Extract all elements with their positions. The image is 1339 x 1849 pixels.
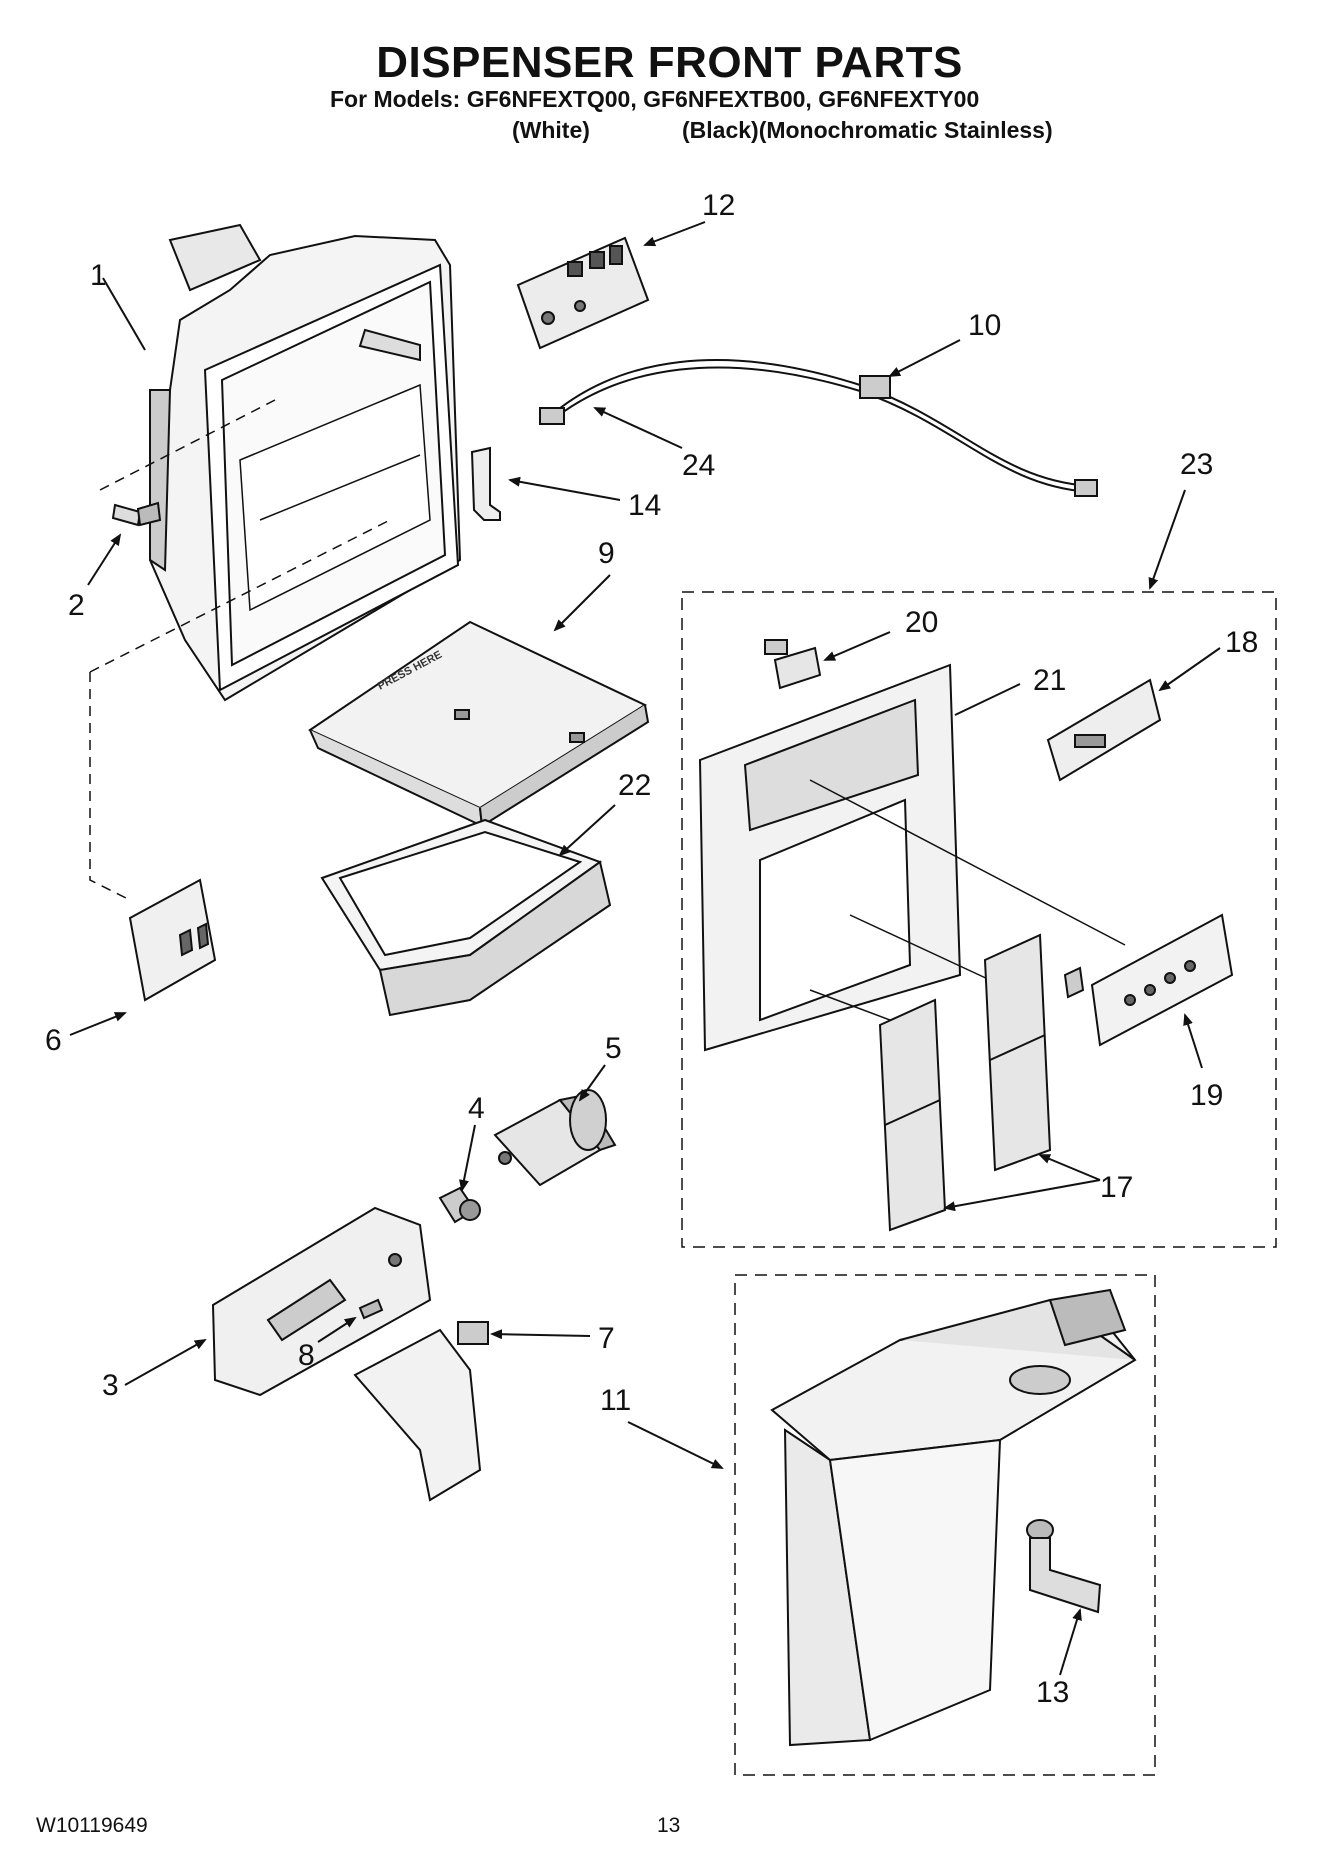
arrow-part-5 (578, 1064, 606, 1102)
part-9-chute-platform (307, 620, 650, 828)
part-12-control-board (516, 236, 650, 350)
part-4-coupler (438, 1186, 481, 1224)
part-22-drip-tray (320, 818, 612, 1017)
callout-20: 20 (905, 606, 938, 639)
part-2-screw (111, 501, 162, 527)
callout-4: 4 (468, 1092, 485, 1125)
part-3-mounting-plate (211, 1206, 432, 1397)
arrow-part-22 (558, 804, 616, 857)
callout-7: 7 (598, 1322, 615, 1355)
part-14-bracket (470, 446, 501, 521)
part-19-control-panel (1063, 913, 1234, 1047)
arrow-part-24 (593, 407, 683, 449)
callout-3: 3 (102, 1369, 119, 1402)
callout-10: 10 (968, 309, 1001, 342)
callout-6: 6 (45, 1024, 62, 1057)
dashed-line-housing-to-bracket (89, 519, 391, 673)
callout-22: 22 (618, 769, 651, 802)
callout-19: 19 (1190, 1079, 1223, 1112)
arrow-part-18 (1158, 647, 1221, 692)
part-5-motor (493, 1089, 617, 1187)
arrow-part-11 (627, 1421, 724, 1469)
part-21-dispenser-front (698, 663, 962, 1052)
callout-1: 1 (90, 259, 107, 292)
arrow-part-14 (508, 476, 621, 501)
arrow-part-3 (124, 1339, 207, 1386)
arrow-part-7 (490, 1329, 591, 1340)
arrow-part-13 (1059, 1608, 1082, 1676)
part-13-water-fitting (1026, 1519, 1102, 1614)
arrow-part-19 (1183, 1013, 1203, 1069)
arrow-part-12 (643, 221, 706, 247)
variant-black-stainless: (Black)(Monochromatic Stainless) (682, 117, 1053, 143)
leader-paddle-to-front (849, 914, 991, 981)
group-box-11 (734, 1274, 1156, 1776)
callout-13: 13 (1036, 1676, 1069, 1709)
variant-white: (White) (512, 117, 590, 143)
part-7-actuator-arm (353, 1321, 489, 1502)
callout-12: 12 (702, 189, 735, 222)
part-8-pin (358, 1298, 384, 1320)
part-10-wire-harness (554, 359, 1098, 497)
part-18-membrane-board (1046, 678, 1162, 782)
callout-2: 2 (68, 589, 85, 622)
callout-17: 17 (1100, 1171, 1133, 1204)
part-11-ice-chute (770, 1288, 1137, 1747)
leader-part-1 (102, 277, 146, 351)
part-20-switch (764, 639, 822, 690)
callout-24: 24 (682, 449, 715, 482)
callout-21: 21 (1033, 664, 1066, 697)
callout-14: 14 (628, 489, 661, 522)
part-1-dispenser-housing (148, 223, 462, 702)
leader-panel-to-front (809, 779, 1126, 946)
group-box-23 (681, 591, 1277, 1248)
part-24-harness-connector (539, 407, 565, 425)
dashed-line-bracket-vertical (89, 672, 131, 901)
arrow-part-20 (823, 631, 891, 661)
part-6-bracket (128, 878, 217, 1002)
arrow-part-2 (87, 533, 122, 586)
models-line: For Models: GF6NFEXTQ00, GF6NFEXTB00, GF… (330, 86, 980, 112)
part-17-dispenser-paddles (878, 933, 1052, 1232)
leader-paddle2-to-front (809, 989, 891, 1021)
leader-part-21 (954, 683, 1021, 716)
callout-8: 8 (298, 1339, 315, 1372)
arrow-part-17b (1038, 1154, 1101, 1181)
arrow-part-17a (943, 1179, 1101, 1212)
callout-18: 18 (1225, 626, 1258, 659)
arrow-part-10 (888, 339, 961, 377)
callout-9: 9 (598, 537, 615, 570)
arrow-part-4 (459, 1124, 476, 1192)
callout-5: 5 (605, 1032, 622, 1065)
arrow-part-8 (317, 1316, 357, 1343)
page-title: DISPENSER FRONT PARTS (376, 38, 963, 87)
doc-number: W10119649 (36, 1814, 148, 1837)
arrow-part-9 (553, 574, 611, 632)
arrow-part-23 (1148, 489, 1186, 590)
page-number: 13 (657, 1814, 681, 1837)
callout-23: 23 (1180, 448, 1213, 481)
arrow-part-6 (69, 1012, 127, 1036)
callout-11: 11 (600, 1384, 631, 1417)
